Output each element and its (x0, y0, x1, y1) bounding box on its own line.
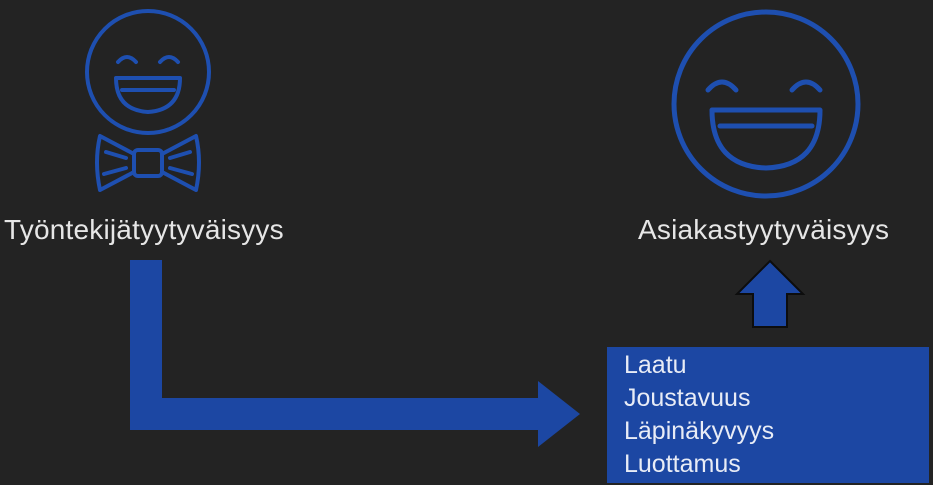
attribute-item: Joustavuus (624, 384, 751, 412)
attribute-item: Läpinäkyvyys (624, 417, 775, 445)
employee-satisfaction-label: Työntekijätyytyväisyys (4, 214, 284, 245)
laughing-face-with-bowtie-icon (85, 9, 211, 192)
laughing-face-icon (671, 9, 861, 199)
attribute-item: Laatu (624, 351, 687, 379)
up-arrow-icon (734, 259, 806, 328)
attribute-item: Luottamus (624, 450, 741, 478)
customer-satisfaction-label: Asiakastyytyväisyys (638, 214, 890, 245)
attributes-list: Laatu Joustavuus Läpinäkyvyys Luottamus (624, 349, 929, 481)
attributes-box: Laatu Joustavuus Läpinäkyvyys Luottamus (607, 347, 929, 483)
